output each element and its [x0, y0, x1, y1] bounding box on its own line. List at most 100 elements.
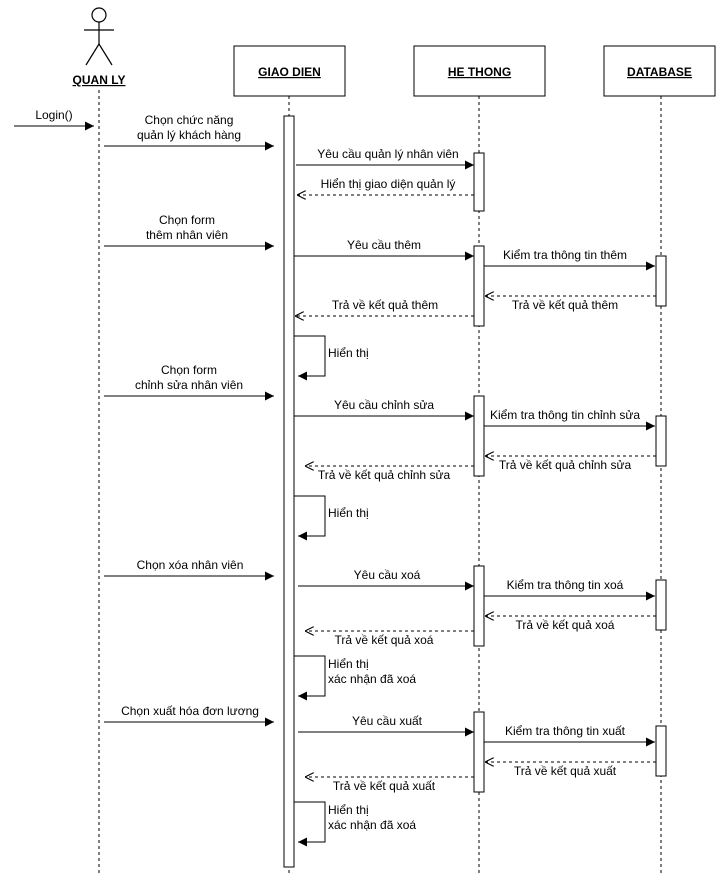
message-label: Kiểm tra thông tin chỉnh sửa: [490, 408, 640, 422]
message-label-line: Kiểm tra thông tin chỉnh sửa: [490, 408, 640, 422]
message-25: Trả về kết quả xuất: [485, 762, 656, 778]
message-label: Yêu cầu quản lý nhân viên: [317, 147, 458, 161]
message-label: Yêu cầu chỉnh sửa: [334, 398, 434, 412]
message-12: Kiểm tra thông tin chỉnh sửa: [484, 408, 655, 431]
message-label-line: Trả về kết quả chỉnh sửa: [499, 458, 632, 472]
message-label: Trả về kết quả chỉnh sửa: [499, 458, 632, 472]
message-label: Hiển thị giao diện quản lý: [321, 177, 456, 191]
message-label: Yêu cầu thêm: [347, 238, 421, 252]
message-23: Yêu cầu xuất: [298, 714, 474, 737]
message-15: Hiển thị: [294, 495, 369, 541]
message-2: Yêu cầu quản lý nhân viên: [296, 147, 474, 170]
activation-database-1: [655, 255, 667, 307]
message-label-line: Login(): [35, 108, 72, 122]
message-label: Chọn xóa nhân viên: [137, 558, 244, 572]
message-label-line: Chọn xóa nhân viên: [137, 558, 244, 572]
participant-box-database: [603, 45, 716, 97]
message-label-line: chỉnh sửa nhân viên: [135, 378, 243, 392]
message-17: Yêu cầu xoá: [298, 568, 474, 591]
message-label-line: xác nhận đã xoá: [328, 672, 416, 686]
message-label: Yêu cầu xoá: [354, 568, 421, 582]
activation-he-thong-3: [473, 395, 485, 477]
participant-label-he-thong: HE THONG: [448, 65, 511, 79]
message-label-line: Chọn xuất hóa đơn lương: [121, 704, 259, 718]
message-label: Trả về kết quả thêm: [332, 298, 438, 312]
message-24: Kiểm tra thông tin xuất: [484, 724, 655, 747]
self-message-arrow: [294, 335, 326, 381]
participant-label-giao-dien: GIAO DIEN: [258, 65, 321, 79]
activation-he-thong-5: [473, 711, 485, 793]
message-label-line: Hiển thị: [328, 657, 369, 671]
message-label-line: Kiểm tra thông tin xuất: [505, 724, 626, 738]
message-label-line: xác nhận đã xoá: [328, 818, 416, 832]
activation-he-thong-2: [473, 245, 485, 327]
message-14: Trả về kết quả chỉnh sửa: [305, 466, 474, 482]
message-13: Trả về kết quả chỉnh sửa: [485, 456, 656, 472]
message-label-line: Trả về kết quả xoá: [335, 633, 434, 647]
message-label-line: Hiển thị: [328, 346, 369, 360]
message-label-line: quản lý khách hàng: [137, 128, 241, 142]
message-19: Trả về kết quả xoá: [485, 616, 656, 632]
message-label: Chọn xuất hóa đơn lương: [121, 704, 259, 718]
message-label-line: Trả về kết quả xuất: [514, 764, 617, 778]
message-label-line: Trả về kết quả thêm: [512, 298, 618, 312]
actor-head: [91, 7, 107, 23]
message-label-line: Yêu cầu thêm: [347, 238, 421, 252]
participant-label-quan-ly: QUAN LY: [73, 73, 126, 87]
message-label: Kiểm tra thông tin xoá: [507, 578, 624, 592]
message-label: Kiểm tra thông tin xuất: [505, 724, 626, 738]
self-message-arrow: [294, 801, 326, 847]
message-label-line: Hiển thị giao diện quản lý: [321, 177, 456, 191]
message-label: Trả về kết quả xoá: [335, 633, 434, 647]
message-label: Hiển thị: [328, 506, 369, 520]
message-20: Trả về kết quả xoá: [305, 631, 474, 647]
message-26: Trả về kết quả xuất: [305, 777, 474, 793]
message-8: Trả về kết quả thêm: [295, 298, 474, 316]
message-label-line: thêm nhân viên: [146, 228, 228, 242]
message-18: Kiểm tra thông tin xoá: [484, 578, 655, 601]
message-label: Yêu cầu xuất: [352, 714, 423, 728]
participant-label-database: DATABASE: [627, 65, 692, 79]
activation-database-2: [655, 415, 667, 467]
message-3: Hiển thị giao diện quản lý: [297, 177, 474, 195]
message-label: Trả về kết quả chỉnh sửa: [318, 468, 451, 482]
message-label-line: Kiểm tra thông tin xoá: [507, 578, 624, 592]
activation-database-4: [655, 725, 667, 777]
message-7: Trả về kết quả thêm: [485, 296, 656, 312]
message-label-line: Yêu cầu xuất: [352, 714, 423, 728]
activation-he-thong-4: [473, 565, 485, 647]
message-label-line: Yêu cầu quản lý nhân viên: [317, 147, 458, 161]
message-6: Kiểm tra thông tin thêm: [484, 248, 655, 271]
self-message-arrow: [294, 495, 326, 541]
message-label: Trả về kết quả xoá: [516, 618, 615, 632]
message-label: Hiển thị: [328, 346, 369, 360]
message-label-line: Yêu cầu xoá: [354, 568, 421, 582]
message-label-line: Hiển thị: [328, 506, 369, 520]
message-5: Yêu cầu thêm: [294, 238, 474, 261]
message-label: Login(): [35, 108, 72, 122]
activation-database-3: [655, 579, 667, 631]
message-label-line: Trả về kết quả xuất: [333, 779, 436, 793]
activation-giao-dien: [283, 115, 295, 868]
self-message-arrow: [294, 655, 326, 701]
message-label: Trả về kết quả xuất: [333, 779, 436, 793]
message-label-line: Trả về kết quả xoá: [516, 618, 615, 632]
message-11: Yêu cầu chỉnh sửa: [294, 398, 474, 421]
message-label-line: Trả về kết quả thêm: [332, 298, 438, 312]
message-label-line: Kiểm tra thông tin thêm: [503, 248, 627, 262]
message-label: Kiểm tra thông tin thêm: [503, 248, 627, 262]
message-9: Hiển thị: [294, 335, 369, 381]
activation-he-thong-1: [473, 152, 485, 212]
message-label: Trả về kết quả xuất: [514, 764, 617, 778]
